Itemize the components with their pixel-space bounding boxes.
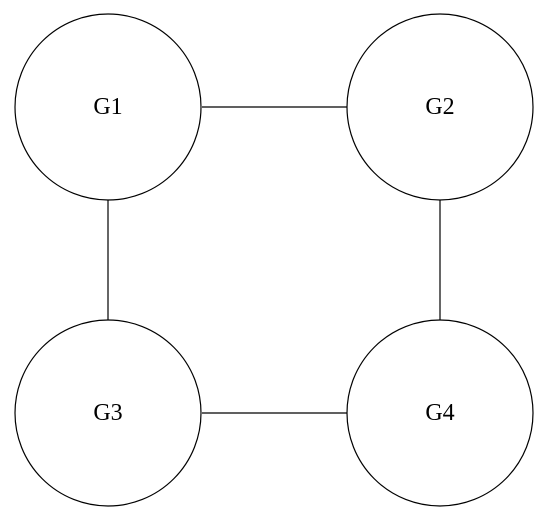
node-g2: G2: [346, 13, 534, 201]
node-g4-label: G4: [425, 400, 454, 426]
node-g3-label: G3: [93, 400, 122, 426]
edges-layer: [107, 106, 441, 414]
node-g4-circle: [346, 319, 534, 507]
node-g4: G4: [346, 319, 534, 507]
nodes-layer: G1 G2 G3 G4: [14, 13, 534, 507]
node-g2-circle: [346, 13, 534, 201]
node-g3-circle: [14, 319, 202, 507]
node-g2-label: G2: [425, 94, 454, 120]
node-g1-label: G1: [93, 94, 122, 120]
node-g1: G1: [14, 13, 202, 201]
node-g3: G3: [14, 319, 202, 507]
node-g1-circle: [14, 13, 202, 201]
